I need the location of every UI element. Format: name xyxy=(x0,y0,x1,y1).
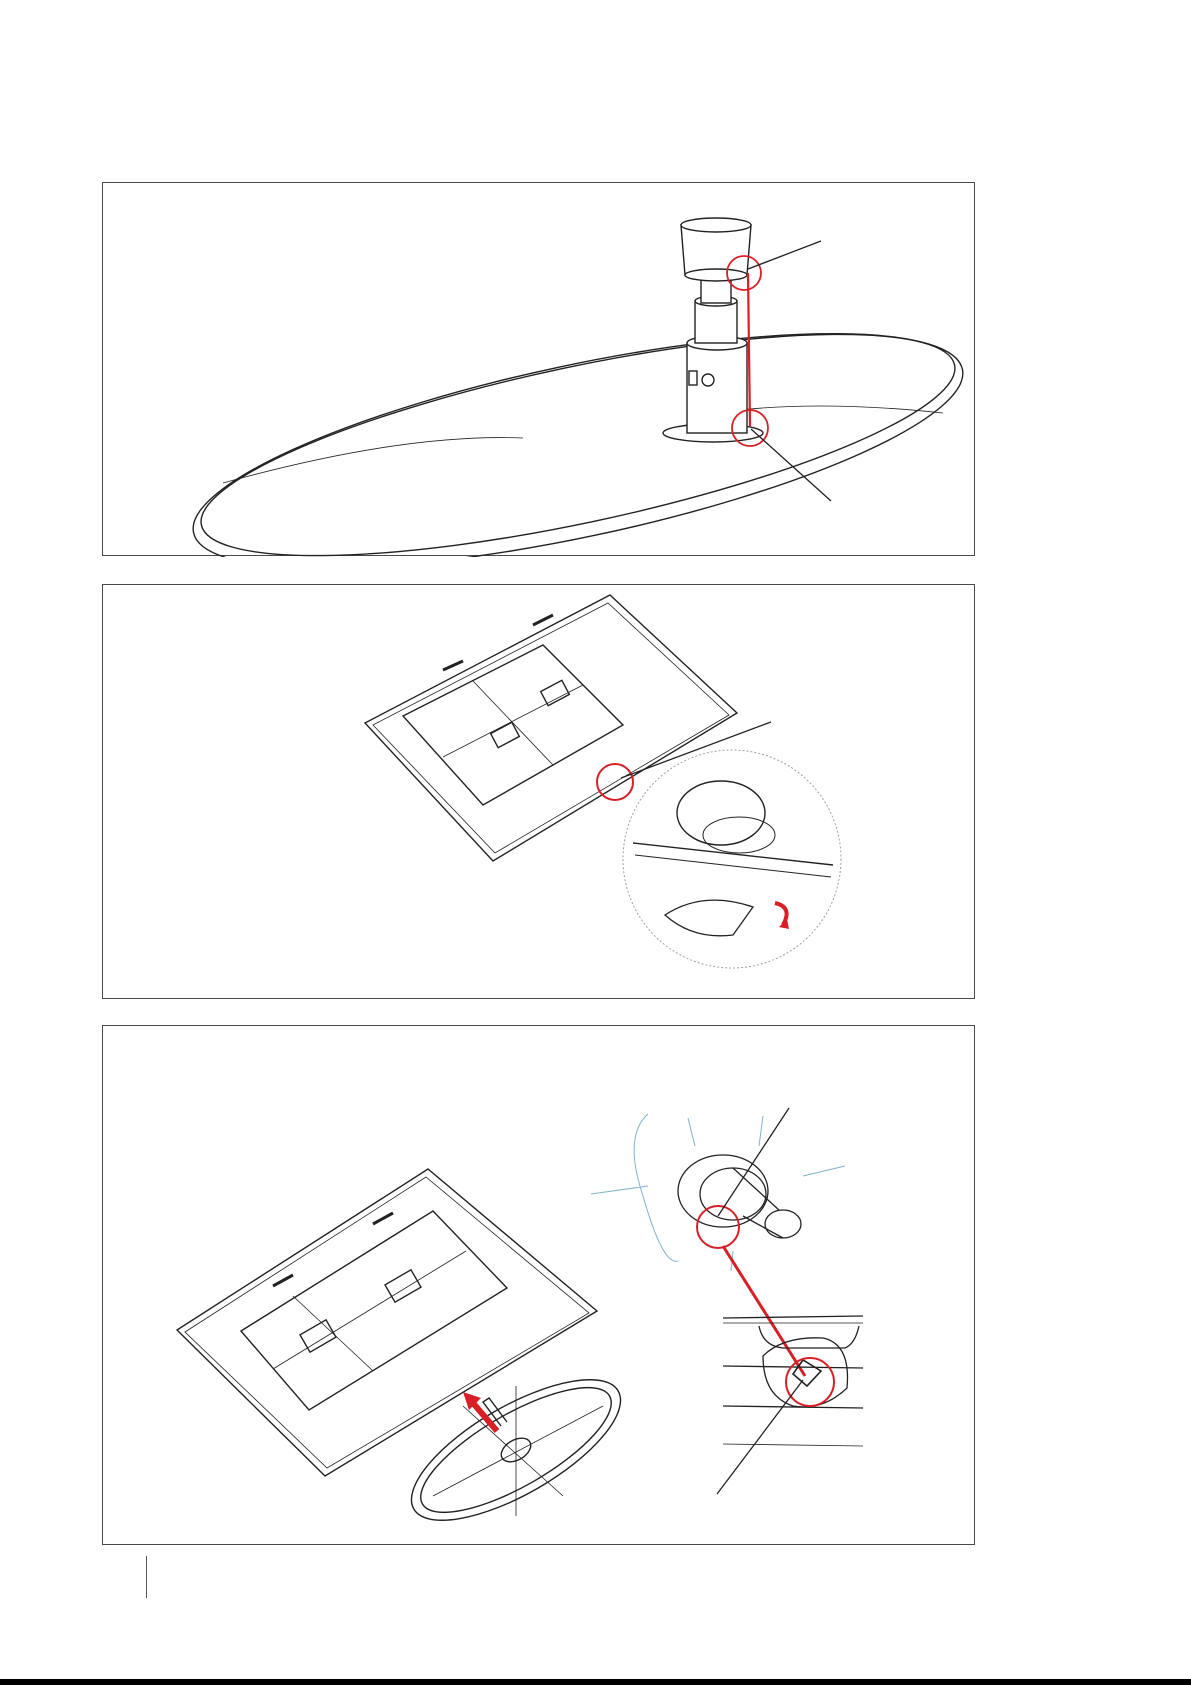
socket-detail-icon xyxy=(723,1316,863,1446)
page-bottom-strip xyxy=(0,1679,1191,1685)
neck-tab-leader-line xyxy=(718,1108,789,1216)
oval-base-icon xyxy=(176,285,976,557)
column-cap-icon xyxy=(681,218,751,281)
step-panel-3 xyxy=(102,1025,975,1545)
alignment-line xyxy=(748,273,750,426)
stand-neck-alignment-illustration xyxy=(103,183,976,557)
tv-back-icon xyxy=(177,1169,597,1476)
latch-detail-magnifier-icon xyxy=(623,750,841,968)
alignment-line xyxy=(723,1246,805,1376)
page-footer-rule xyxy=(146,1556,147,1598)
insert-direction-arrow-icon xyxy=(463,1392,497,1431)
step-panel-2 xyxy=(102,584,975,999)
stand-insertion-illustration xyxy=(103,1026,976,1546)
tv-rear-latch-illustration xyxy=(103,585,976,1000)
stand-base-icon xyxy=(392,1353,640,1546)
cap-leader-line xyxy=(748,241,821,269)
step-panel-1 xyxy=(102,182,975,556)
socket-leader-line xyxy=(717,1380,803,1494)
